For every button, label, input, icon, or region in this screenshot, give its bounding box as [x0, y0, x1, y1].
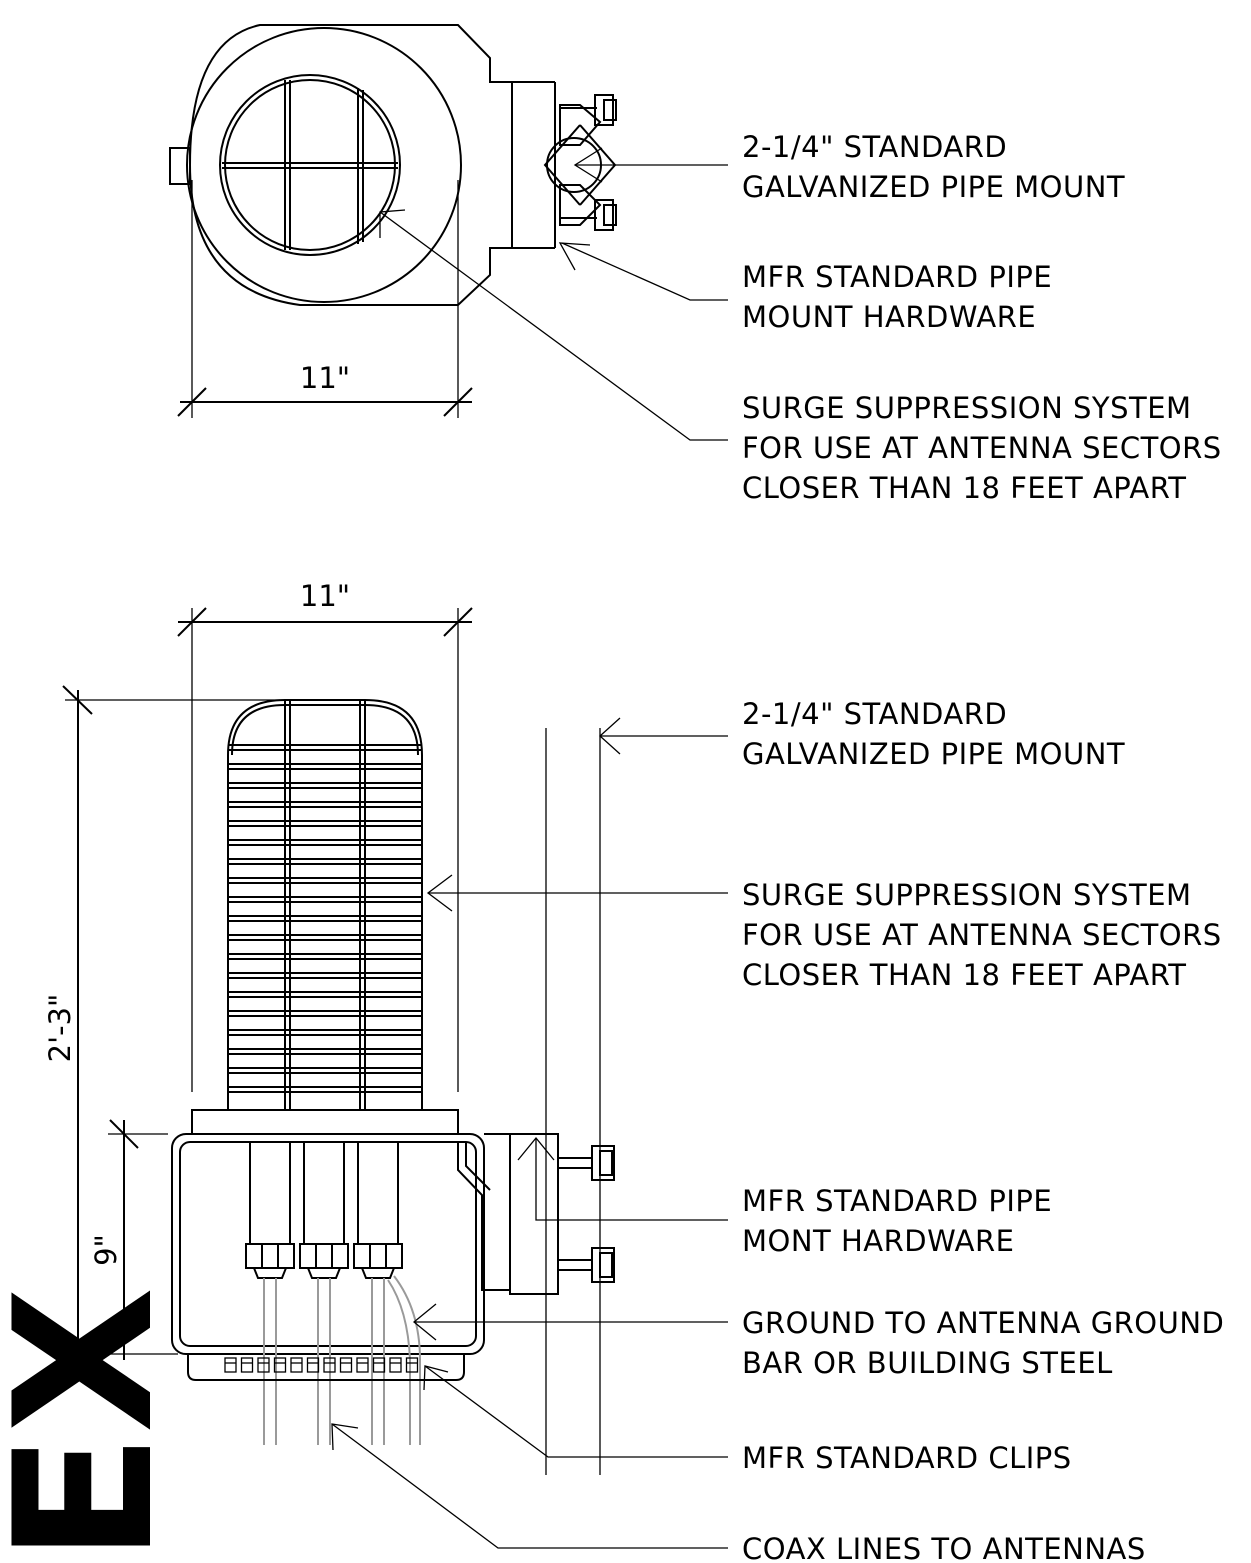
clip — [356, 1357, 369, 1373]
mount-bracket — [509, 1133, 559, 1295]
side-cap-plate — [191, 1109, 459, 1135]
top-callout-surge-line2: FOR USE AT ANTENNA SECTORS — [742, 431, 1222, 465]
top-grid-ring-inner — [224, 79, 396, 251]
side-base-dimension: 9" — [89, 1119, 168, 1360]
clip — [323, 1357, 336, 1373]
clip — [306, 1357, 320, 1373]
clip — [389, 1357, 402, 1373]
top-grid-ring — [219, 74, 401, 256]
top-callout-pipe-mount-line1: 2-1/4" STANDARD — [742, 130, 1007, 164]
mount-bolt-upper — [558, 1145, 615, 1181]
top-leaders — [379, 147, 728, 441]
side-pipe-mount — [484, 728, 615, 1475]
cage-rings — [228, 744, 422, 1093]
side-width-dim-label: 11" — [300, 579, 350, 613]
side-view: 11" — [43, 579, 1224, 1563]
side-height-dimension: 2'-3" — [43, 685, 280, 1370]
side-callout-pipe-mount-line2: GALVANIZED PIPE MOUNT — [742, 737, 1125, 771]
side-coax-lines — [263, 1275, 421, 1445]
side-callout-coax: COAX LINES TO ANTENNAS — [742, 1532, 1146, 1563]
side-base-dim-label: 9" — [89, 1234, 123, 1266]
clip — [273, 1357, 287, 1373]
top-callout-hardware-line2: MOUNT HARDWARE — [742, 300, 1036, 334]
clip — [224, 1357, 237, 1373]
side-cage — [227, 699, 423, 1110]
side-height-dim-label: 2'-3" — [43, 994, 77, 1063]
side-width-dimension: 11" — [177, 579, 473, 1092]
top-callout-pipe-mount-line2: GALVANIZED PIPE MOUNT — [742, 170, 1125, 204]
top-cage-grid — [222, 80, 398, 250]
top-view: 11" 2-1/4" STANDARD GALVANIZED PIPE MOUN… — [169, 24, 1222, 505]
side-leaders — [331, 717, 728, 1549]
side-callout-surge-line2: FOR USE AT ANTENNA SECTORS — [742, 918, 1222, 952]
top-callout-surge-line1: SURGE SUPPRESSION SYSTEM — [742, 391, 1192, 425]
clips — [224, 1357, 419, 1373]
side-callout-ground-line1: GROUND TO ANTENNA GROUND — [742, 1306, 1224, 1340]
clip — [405, 1357, 419, 1373]
top-callout-surge-line3: CLOSER THAN 18 FEET APART — [742, 471, 1187, 505]
side-callout-surge-line3: CLOSER THAN 18 FEET APART — [742, 958, 1187, 992]
side-coax-ports — [245, 1141, 403, 1279]
top-left-lug — [169, 147, 191, 185]
clip — [240, 1357, 254, 1373]
top-outer-ring — [186, 27, 462, 303]
mount-bolt-lower — [558, 1247, 615, 1283]
top-callout-hardware-line1: MFR STANDARD PIPE — [742, 260, 1052, 294]
side-callout-pipe-mount-line1: 2-1/4" STANDARD — [742, 697, 1007, 731]
clip — [257, 1357, 270, 1373]
side-clip-strip — [187, 1354, 465, 1381]
clip — [372, 1357, 386, 1373]
clip — [290, 1357, 303, 1373]
side-callout-hardware-line2: MONT HARDWARE — [742, 1224, 1015, 1258]
top-housing-outline — [188, 24, 513, 306]
side-callout-surge-line1: SURGE SUPPRESSION SYSTEM — [742, 878, 1192, 912]
sheet-stamp-lettering: EX — [0, 1287, 195, 1563]
top-width-dim-label: 11" — [300, 361, 350, 395]
side-callout-ground-line2: BAR OR BUILDING STEEL — [742, 1346, 1113, 1380]
clip — [339, 1357, 353, 1373]
top-width-dimension: 11" — [177, 180, 473, 418]
side-callout-clips: MFR STANDARD CLIPS — [742, 1441, 1072, 1475]
enclosure-outer — [171, 1133, 485, 1355]
side-callout-hardware-line1: MFR STANDARD PIPE — [742, 1184, 1052, 1218]
